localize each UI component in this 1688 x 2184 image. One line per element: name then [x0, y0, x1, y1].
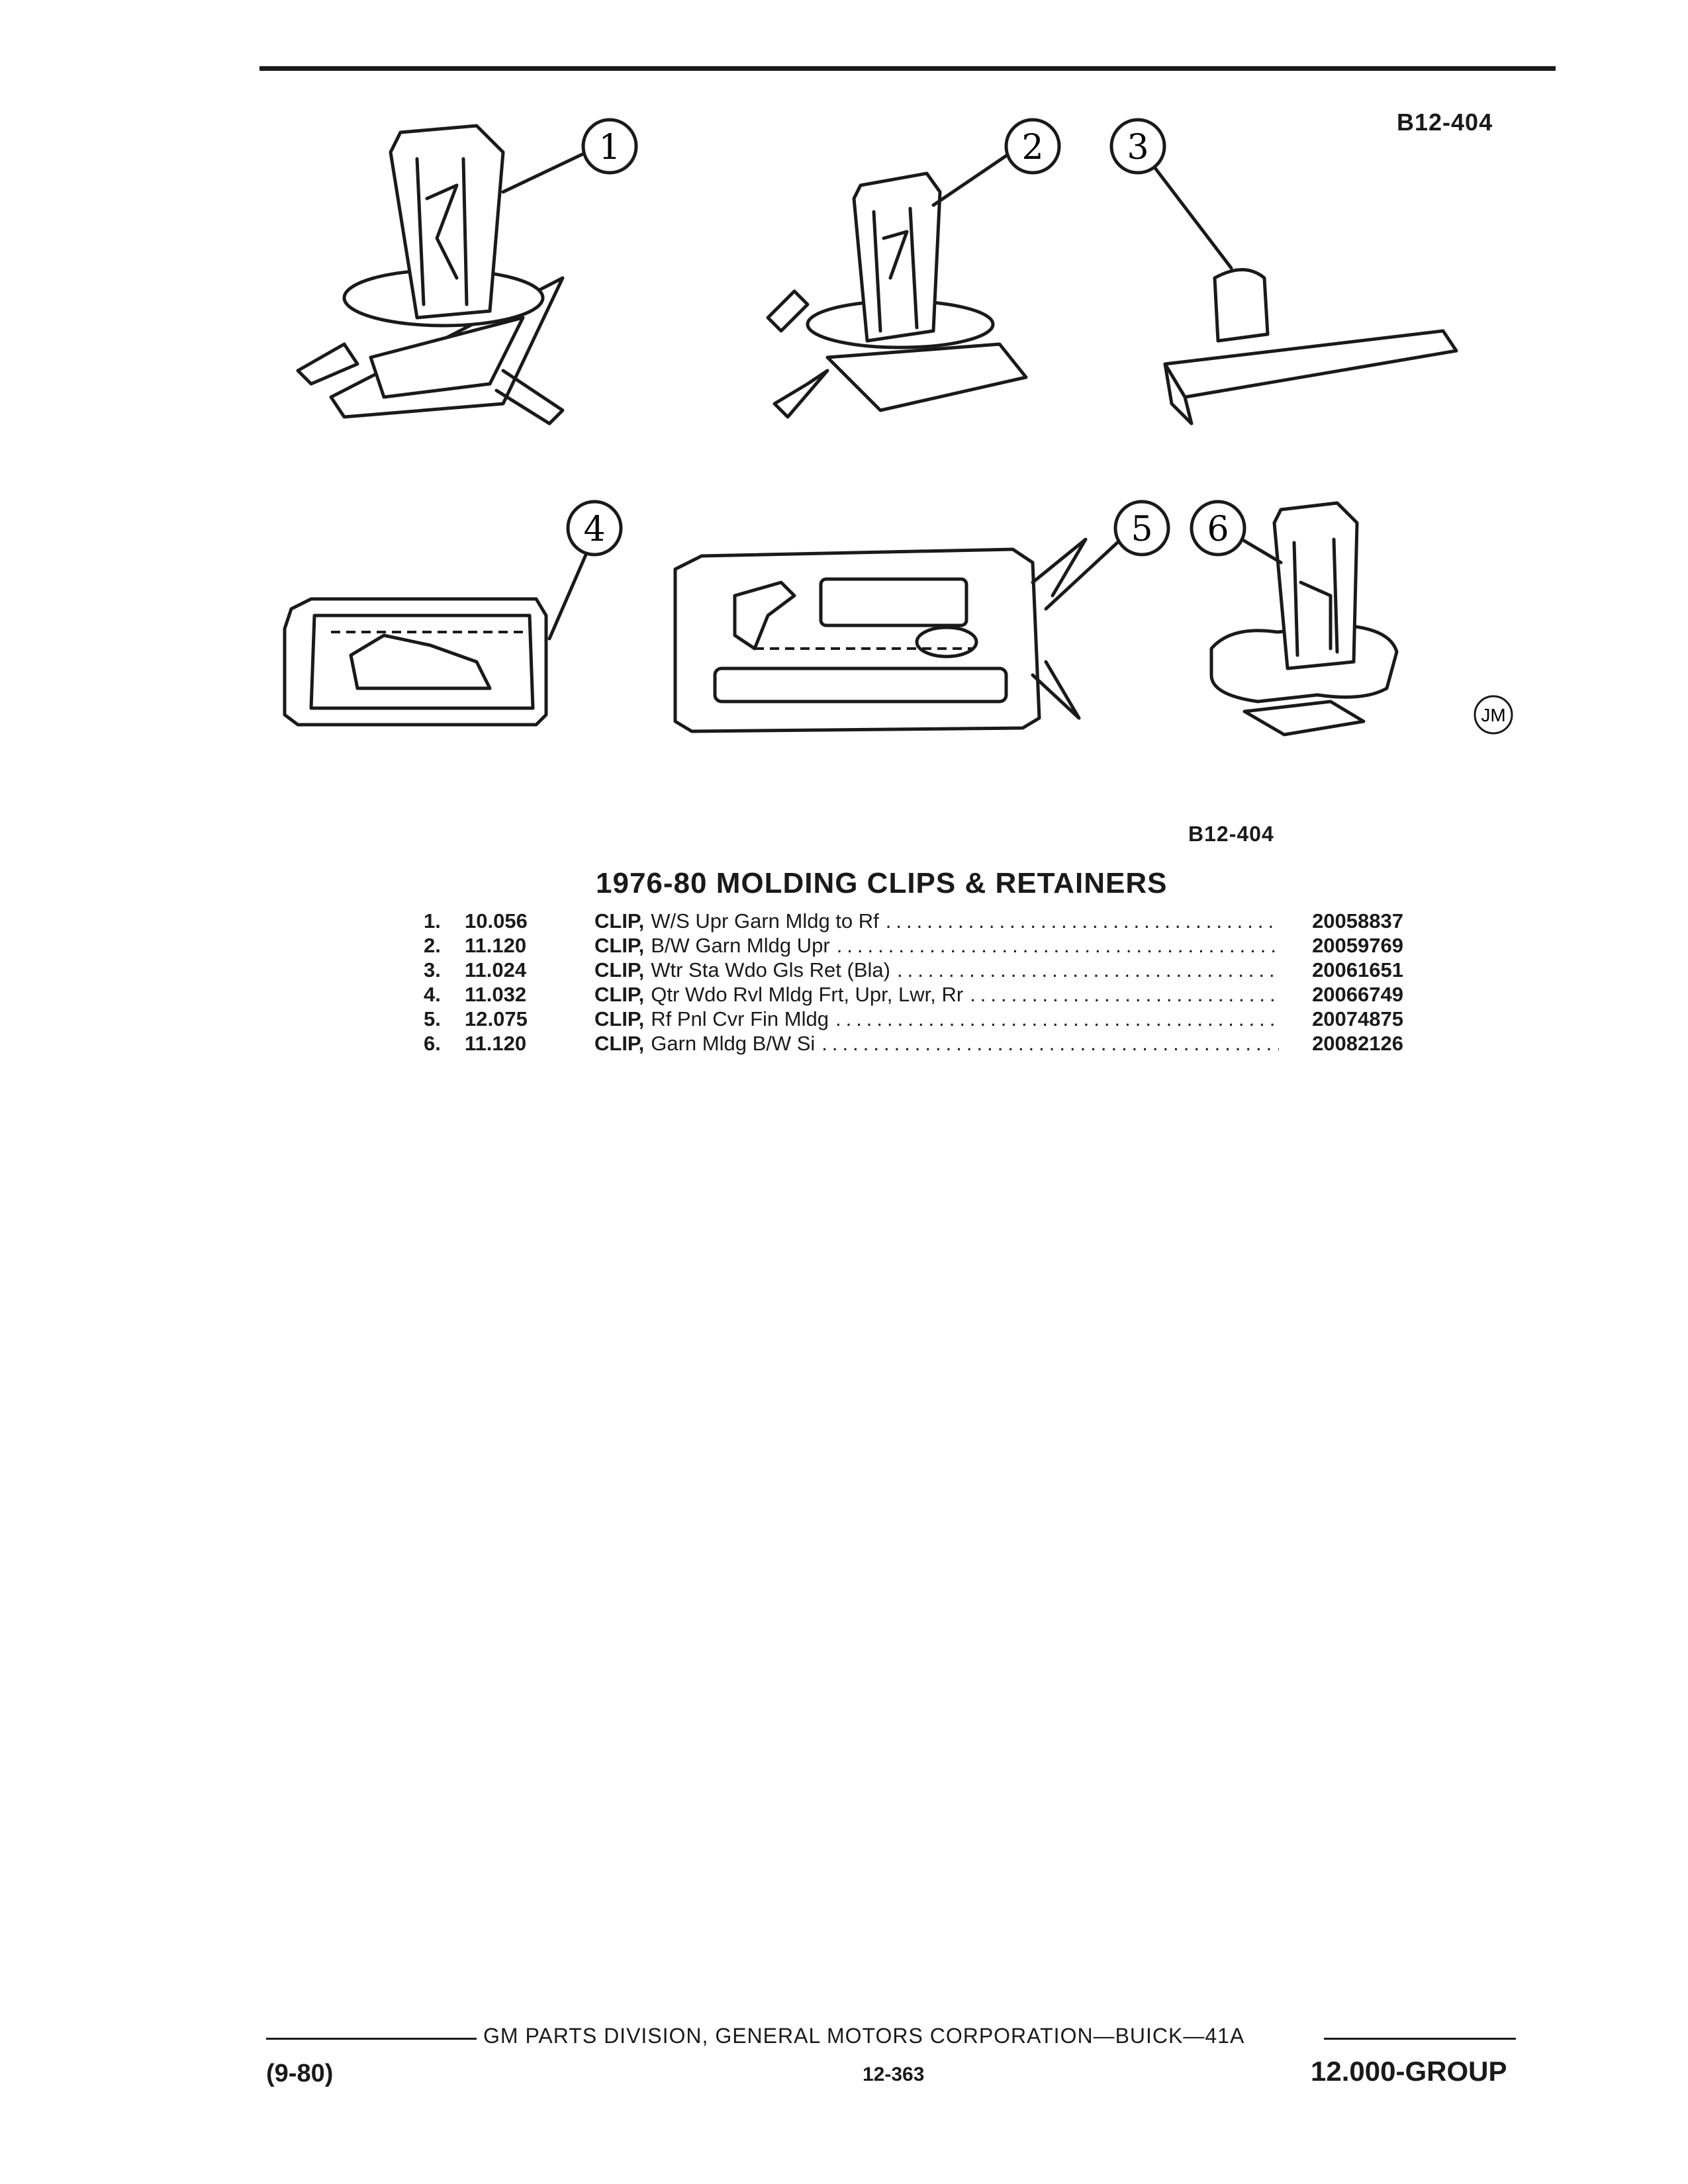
top-rule: [259, 66, 1556, 71]
item-name: CLIP,: [594, 1007, 645, 1030]
item-part-number: 20066749: [1312, 983, 1403, 1006]
parts-list-row: 4. 11.032 CLIP, Qtr Wdo Rvl Mldg Frt, Upr…: [424, 983, 1403, 1007]
item-index: 5.: [424, 1007, 441, 1030]
item-index: 6.: [424, 1032, 441, 1055]
artist-mark: JM: [1474, 695, 1513, 735]
leader-dots: ........................................…: [970, 983, 1279, 1006]
callout-3: 3: [1109, 118, 1233, 270]
item-name: CLIP,: [594, 958, 645, 981]
item-index: 3.: [424, 958, 441, 981]
parts-list-row: 1. 10.056 CLIP,W/S Upr Garn Mldg to Rf..…: [424, 909, 1403, 934]
item-code: 11.120: [465, 1032, 527, 1055]
item-code: 12.075: [465, 1007, 528, 1030]
callout-1: 1: [501, 118, 638, 194]
item-code: 10.056: [465, 909, 528, 933]
callout-6-label: 6: [1207, 510, 1229, 549]
item-index: 2.: [424, 934, 441, 957]
item-name: CLIP,: [594, 934, 645, 957]
callout-3-label: 3: [1127, 128, 1149, 167]
item-part-number: 20059769: [1312, 934, 1403, 957]
callout-2-label: 2: [1021, 128, 1043, 167]
artist-mark-label: JM: [1481, 705, 1505, 725]
callout-4-label: 4: [583, 510, 605, 549]
item-part-number: 20074875: [1312, 1007, 1403, 1030]
parts-list-row: 3. 11.024 CLIP, Wtr Sta Wdo Gls Ret (Bla)…: [424, 958, 1403, 983]
callout-5-label: 5: [1131, 510, 1152, 549]
parts-list-row: 6. 11.120 CLIP, Garn Mldg B/W Si.........…: [424, 1032, 1403, 1056]
item-description: Garn Mldg B/W Si: [651, 1032, 816, 1055]
item-part-number: 20082126: [1312, 1032, 1403, 1055]
parts-list-row: 2. 11.120 CLIP, B/W Garn Mldg Upr........…: [424, 934, 1403, 958]
footer-group: 12.000-GROUP: [1311, 2056, 1507, 2087]
item-code: 11.120: [465, 934, 527, 957]
item-description: Rf Pnl Cvr Fin Mldg: [651, 1007, 829, 1030]
leader-dots: ........................................…: [835, 1007, 1279, 1030]
leader-dots: ........................................…: [836, 934, 1279, 957]
footer-page-number: 12-363: [863, 2064, 925, 2085]
callout-2: 2: [931, 118, 1061, 207]
leader-dots: ........................................…: [885, 909, 1279, 933]
callout-4: 4: [547, 500, 623, 641]
leader-dots: ........................................…: [821, 1032, 1279, 1055]
figure-code-bottom: B12-404: [1188, 822, 1274, 846]
footer-rule-left: [266, 2038, 477, 2040]
leader-dots: ........................................…: [896, 958, 1279, 981]
figure-code-top: B12-404: [1397, 109, 1493, 136]
footer-date: (9-80): [266, 2060, 334, 2087]
item-code: 11.024: [465, 958, 527, 981]
clip-6-drawing: [1209, 501, 1399, 737]
item-name: CLIP,: [594, 983, 645, 1006]
clip-illustration: 1 2 3 4 5 6 JM: [283, 118, 1513, 737]
clip-1-drawing: [296, 124, 565, 426]
callout-6: 6: [1190, 500, 1283, 565]
item-part-number: 20061651: [1312, 958, 1403, 981]
item-index: 4.: [424, 983, 441, 1006]
item-description: Qtr Wdo Rvl Mldg Frt, Upr, Lwr, Rr: [651, 983, 964, 1006]
item-description: Wtr Sta Wdo Gls Ret (Bla): [651, 958, 890, 981]
item-description: B/W Garn Mldg Upr: [651, 934, 830, 957]
item-name: CLIP,: [594, 1032, 645, 1055]
item-description: W/S Upr Garn Mldg to Rf: [651, 909, 879, 933]
footer-publisher: GM PARTS DIVISION, GENERAL MOTORS CORPOR…: [483, 2024, 1245, 2048]
callout-5: 5: [1044, 500, 1170, 611]
parts-list: 1. 10.056 CLIP,W/S Upr Garn Mldg to Rf..…: [424, 909, 1403, 1056]
item-index: 1.: [424, 909, 441, 933]
footer-rule-right: [1324, 2038, 1516, 2040]
clip-5-drawing: [673, 537, 1088, 733]
clip-2-drawing: [766, 171, 1028, 419]
clip-4-drawing: [283, 597, 548, 727]
item-part-number: 20058837: [1312, 909, 1403, 933]
parts-list-title: 1976-80 MOLDING CLIPS & RETAINERS: [596, 867, 1168, 899]
clip-3-drawing: [1163, 268, 1458, 426]
item-code: 11.032: [465, 983, 527, 1006]
callout-1-label: 1: [598, 128, 620, 167]
item-name: CLIP,: [594, 909, 645, 933]
parts-list-row: 5. 12.075 CLIP, Rf Pnl Cvr Fin Mldg......…: [424, 1007, 1403, 1032]
